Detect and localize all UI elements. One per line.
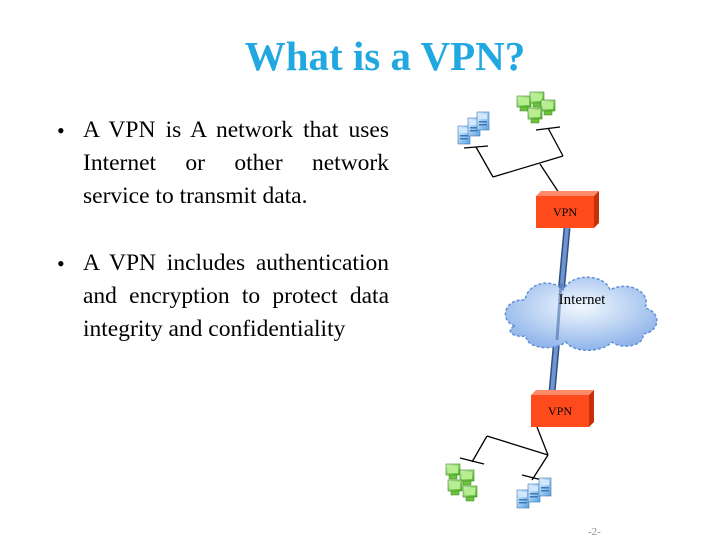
bottom-vpn-label: VPN (548, 404, 572, 418)
page-number: -2- (588, 526, 601, 538)
computer-icon (462, 485, 478, 502)
bottom-lan-wiring (459, 426, 549, 482)
bullet-icon: • (57, 251, 65, 276)
computer-icon (540, 99, 556, 116)
bullet-list: • A VPN is A network that uses Internet … (55, 114, 389, 380)
bullet-item: • A VPN is A network that uses Internet … (55, 114, 389, 213)
top-computers-left (457, 111, 490, 145)
computer-icon (516, 489, 530, 509)
computer-icon (445, 463, 461, 480)
computer-icon (476, 111, 490, 131)
bottom-vpn-box: VPN (531, 390, 594, 427)
computer-icon (538, 477, 552, 497)
top-vpn-box: VPN (536, 191, 599, 228)
cloud-label: Internet (559, 292, 606, 308)
computer-icon (527, 483, 541, 503)
bottom-computers-right (516, 477, 552, 509)
slide-title: What is a VPN? (244, 33, 526, 79)
cloud-icon (504, 276, 658, 351)
bullet-item: • A VPN includes authentication and encr… (55, 247, 389, 346)
bullet-text: A VPN includes authentication and encryp… (83, 250, 389, 342)
computer-icon (527, 107, 543, 124)
bottom-computers-left (445, 463, 478, 502)
computer-icon (447, 479, 463, 496)
top-vpn-label: VPN (553, 205, 577, 219)
bullet-icon: • (57, 118, 65, 143)
top-computers-right (516, 91, 556, 124)
bullet-text: A VPN is A network that uses Internet or… (83, 117, 389, 209)
top-lan-wiring (463, 126, 564, 197)
